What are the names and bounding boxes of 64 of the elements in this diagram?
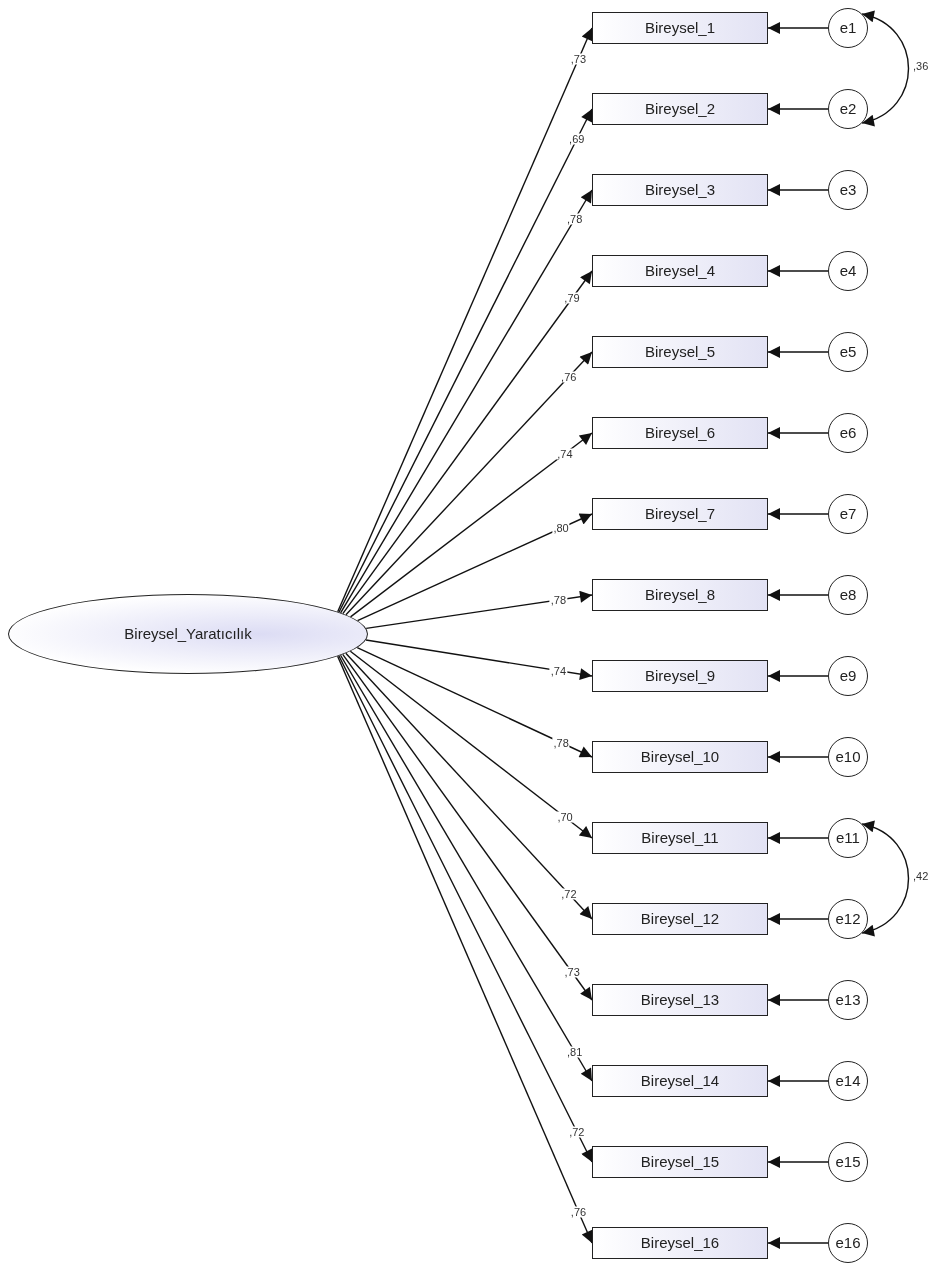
covariance-arrow [861,11,910,126]
observed-variable-box: Bireysel_7 [592,498,768,530]
observed-variable-box: Bireysel_14 [592,1065,768,1097]
arrow [342,270,593,615]
observed-variable-box: Bireysel_12 [592,903,768,935]
covariance-arrow [861,821,910,936]
observed-variable-box: Bireysel_8 [592,579,768,611]
edge-label: ,72 [568,1126,586,1138]
arrow [767,508,829,520]
arrow [349,432,593,618]
arrow [767,751,829,763]
edge-label: ,36 [912,60,930,72]
edge-label: ,80 [552,522,570,534]
observed-variable-box: Bireysel_16 [592,1227,768,1259]
edge-label: ,81 [566,1046,584,1058]
arrow [767,184,829,196]
arrow [339,189,593,614]
edge-label: ,73 [563,966,581,978]
arrow [365,639,593,681]
arrow [767,913,829,925]
arrow [767,1075,829,1087]
arrow [767,1237,829,1249]
observed-variable-box: Bireysel_11 [592,822,768,854]
observed-variable-box: Bireysel_10 [592,741,768,773]
arrow [767,22,829,34]
observed-variable-box: Bireysel_2 [592,93,768,125]
edge-label: ,72 [560,888,578,900]
edge-label: ,76 [560,371,578,383]
arrow [767,832,829,844]
arrow [349,650,593,839]
observed-variable-box: Bireysel_9 [592,660,768,692]
edge-label: ,69 [568,133,586,145]
observed-variable-box: Bireysel_5 [592,336,768,368]
arrow [342,653,593,1001]
observed-variable-box: Bireysel_13 [592,984,768,1016]
arrow [767,670,829,682]
latent-variable-ellipse: Bireysel_Yaratıcılık [8,594,368,674]
arrow [767,103,829,115]
arrow [767,427,829,439]
observed-variable-box: Bireysel_15 [592,1146,768,1178]
arrow [345,652,593,920]
arrow [767,265,829,277]
edge-label: ,73 [569,53,588,65]
edge-label: ,78 [552,737,570,749]
observed-variable-box: Bireysel_6 [592,417,768,449]
edge-label: ,78 [549,594,567,606]
edge-label: ,78 [565,213,584,225]
edge-label: ,70 [556,811,574,823]
arrow [356,513,593,622]
observed-variable-box: Bireysel_4 [592,255,768,287]
arrow [767,346,829,358]
arrow [767,589,829,601]
arrow [767,1156,829,1168]
edge-label: ,76 [569,1206,588,1218]
edge-label: ,74 [556,448,574,460]
observed-variable-box: Bireysel_3 [592,174,768,206]
edge-label: ,42 [912,870,930,882]
edge-label: ,74 [549,665,568,677]
arrow [345,351,593,616]
edge-label: ,79 [563,293,581,304]
arrow [339,654,593,1082]
arrow [767,994,829,1006]
observed-variable-box: Bireysel_1 [592,12,768,44]
arrow [356,646,593,758]
